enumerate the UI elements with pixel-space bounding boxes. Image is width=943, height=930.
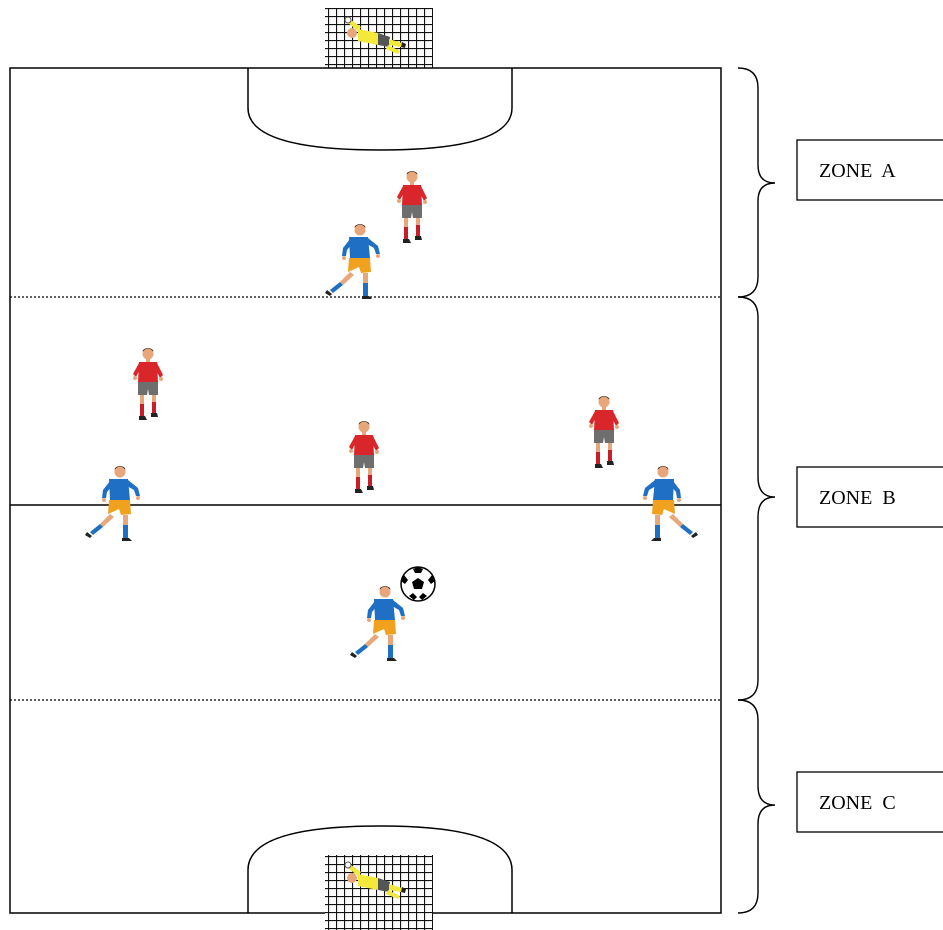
player-icon bbox=[397, 171, 427, 243]
goal-net-icon bbox=[325, 855, 433, 930]
football-icon bbox=[401, 567, 435, 601]
player-icon bbox=[133, 348, 163, 420]
zone-a-label-box: ZONE A bbox=[797, 140, 943, 200]
zone-a-label: ZONE A bbox=[819, 160, 896, 182]
zone-c-label: ZONE C bbox=[819, 792, 896, 814]
player-icon bbox=[643, 466, 698, 541]
brace-icon bbox=[738, 700, 775, 913]
player-icon bbox=[349, 421, 379, 493]
brace-icon bbox=[738, 68, 775, 297]
zone-c-label-box: ZONE C bbox=[797, 772, 943, 832]
zone-b-label-box: ZONE B bbox=[797, 467, 943, 527]
player-icon bbox=[350, 586, 405, 661]
player-icon bbox=[325, 224, 380, 299]
player-icon bbox=[589, 396, 619, 468]
player-icon bbox=[85, 466, 140, 541]
penalty-area-top bbox=[248, 68, 512, 150]
zone-b-label: ZONE B bbox=[819, 487, 896, 509]
brace-icon bbox=[738, 297, 775, 700]
